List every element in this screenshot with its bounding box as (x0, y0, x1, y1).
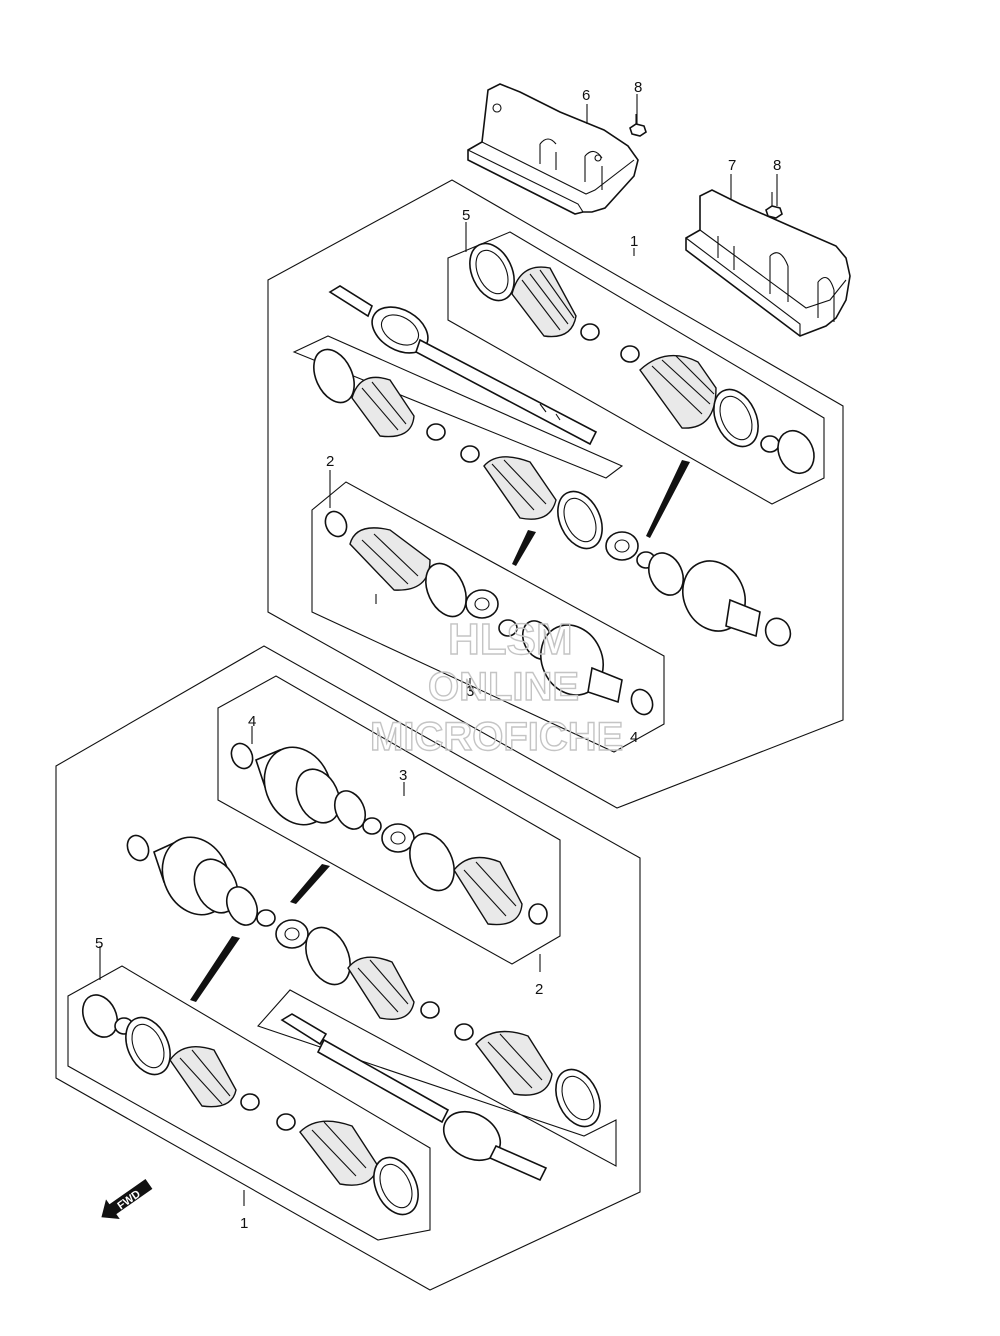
callout-1-top: 1 (630, 233, 638, 250)
lower-boot-kit-frame-right (257, 989, 617, 1167)
upper-axle-shaft (328, 285, 598, 446)
leader-lines (99, 94, 778, 1206)
boot-kit-frame-top (447, 231, 825, 505)
watermark-line-2: ONLINE (428, 665, 579, 709)
callout-4-bottom: 4 (248, 713, 256, 730)
callout-8b: 8 (773, 157, 781, 174)
upper-assembly-frame (267, 179, 844, 809)
lower-outer-joint (126, 834, 440, 1020)
callout-1-bottom: 1 (240, 1215, 248, 1232)
callout-7: 7 (728, 157, 736, 174)
lower-joint-kit-frame (217, 675, 561, 965)
watermark-line-3: MICROFICHE (370, 715, 623, 759)
callout-3-top: 3 (466, 683, 474, 700)
bolt-8a (629, 114, 647, 137)
joint-kit-frame (311, 481, 665, 753)
fwd-arrow-icon: FWD (101, 1179, 153, 1220)
arrow-lower-2 (190, 936, 240, 1002)
upper-joint-kit (324, 510, 654, 716)
callout-6: 6 (582, 87, 590, 104)
callout-3-bottom: 3 (399, 767, 407, 784)
arrow-lower-1 (290, 864, 330, 904)
arrow-upper-1 (646, 460, 690, 538)
guard-plate-6 (467, 83, 639, 215)
callout-4-top: 4 (630, 729, 638, 746)
callout-2-top: 2 (326, 453, 334, 470)
callout-2-bottom: 2 (535, 981, 543, 998)
guard-plate-7 (685, 189, 851, 337)
lower-boot-kit (81, 994, 419, 1216)
callout-5-bottom: 5 (95, 935, 103, 952)
bolt-8b (765, 192, 783, 219)
upper-boot-kit (469, 242, 815, 474)
lower-boot-kit-frame-left (67, 965, 431, 1241)
arrow-upper-2 (512, 530, 536, 566)
lower-axle-shaft (280, 1013, 601, 1182)
upper-middle-boot-kit (313, 348, 603, 550)
boot-kit-frame-mid (292, 335, 624, 479)
lower-joint-kit (230, 742, 548, 926)
upper-cv-joint (605, 531, 792, 647)
lower-assembly-frame (55, 645, 641, 1291)
callout-8a: 8 (634, 79, 642, 96)
watermark-line-1: HLSM (448, 615, 573, 664)
callout-5-top: 5 (462, 207, 470, 224)
